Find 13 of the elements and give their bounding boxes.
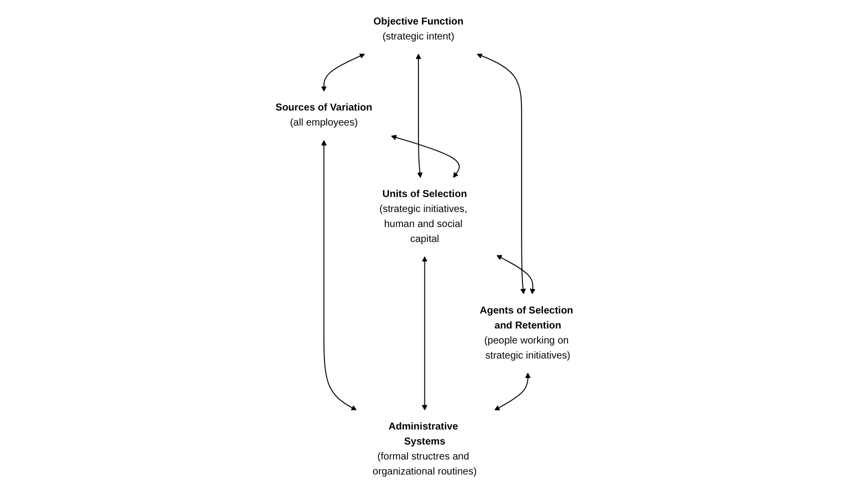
node-text: Objective Function (strategic intent) [374, 16, 464, 42]
arrow [321, 140, 357, 410]
arrow [494, 372, 531, 410]
arrow [391, 134, 460, 178]
arrow [476, 53, 526, 294]
arrow [416, 54, 423, 178]
node-text: Sources of Variation (all employees) [276, 102, 372, 128]
arrow [422, 256, 428, 410]
arrow [321, 53, 366, 92]
arrow [496, 255, 536, 294]
node-text: Units of Selection (strategic initiatives, human and social capital [380, 188, 468, 244]
node-text: Administrative Systems (formal structres and organizational routines) [372, 421, 477, 478]
node-text: Agents of Selection and Retention (people working on strategic initiatives) [480, 305, 574, 361]
